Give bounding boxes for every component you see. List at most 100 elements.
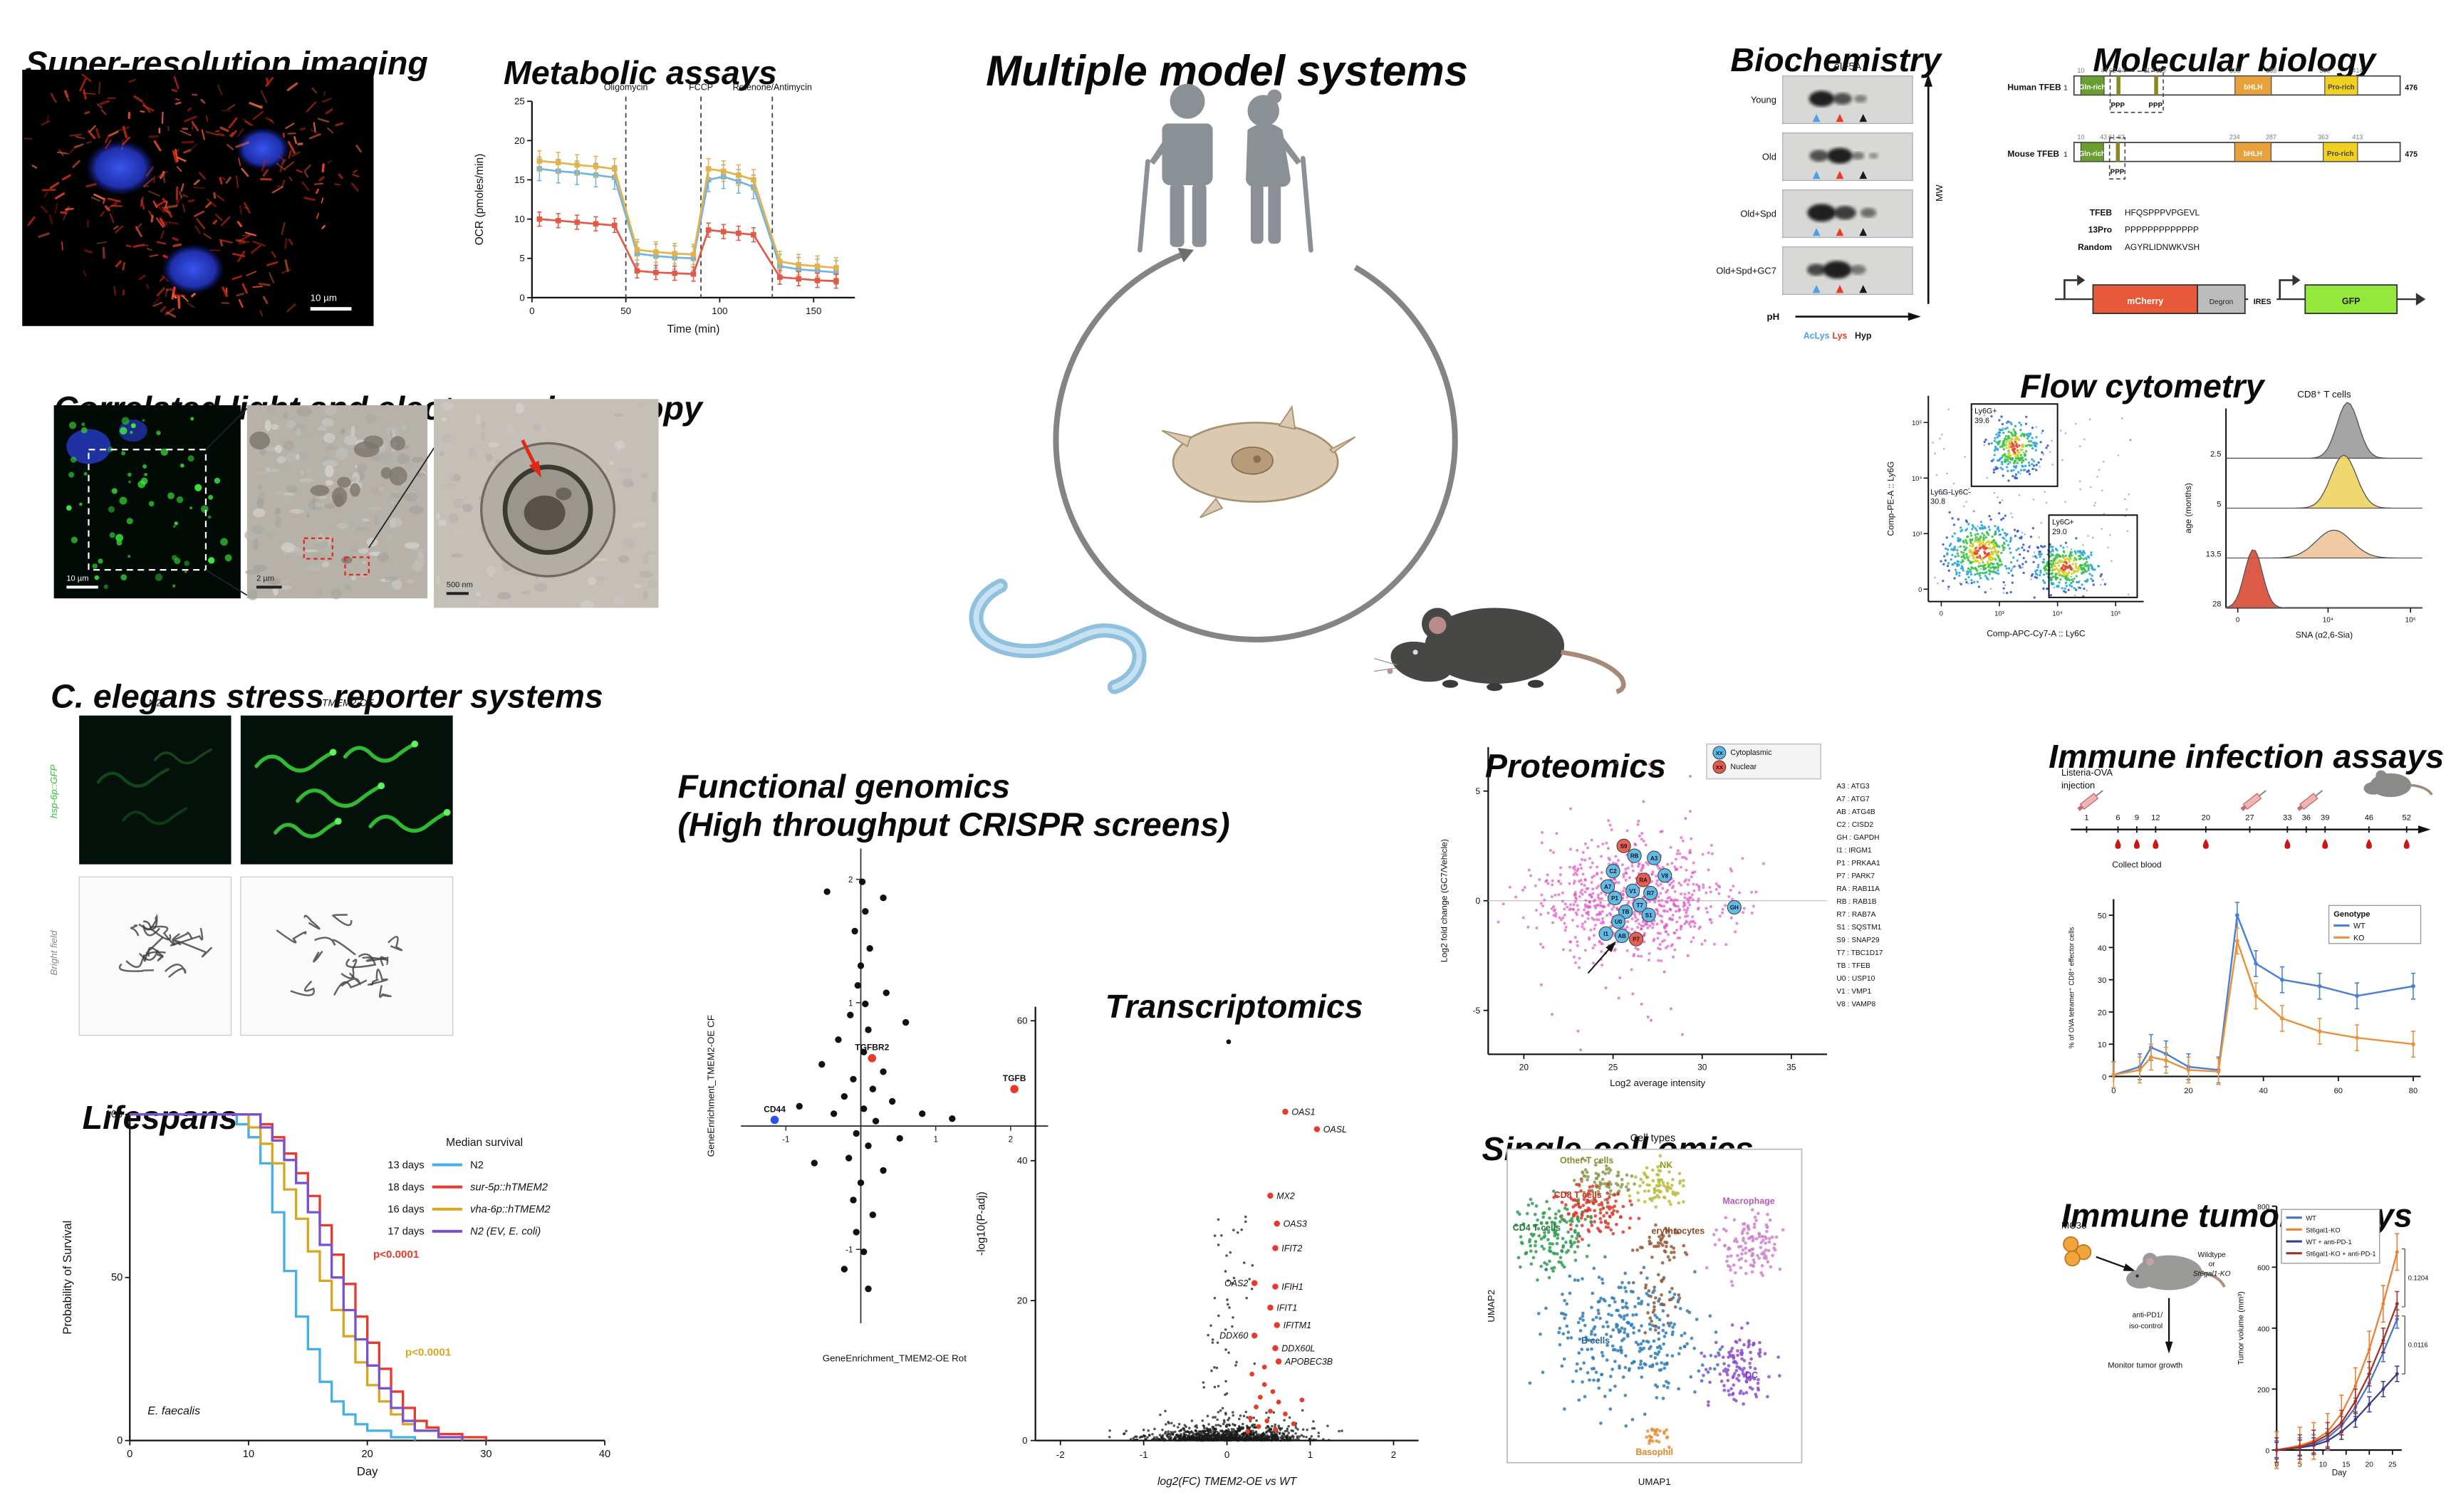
- svg-text:U0 : USP10: U0 : USP10: [1836, 975, 1875, 983]
- svg-text:E. faecalis: E. faecalis: [147, 1405, 200, 1417]
- svg-text:-1: -1: [845, 1246, 853, 1255]
- svg-text:60: 60: [1017, 1016, 1028, 1026]
- svg-text:50: 50: [620, 306, 631, 316]
- model-systems-illustration: [931, 63, 1675, 709]
- svg-text:13 days: 13 days: [387, 1159, 424, 1171]
- svg-text:PPP: PPP: [2111, 102, 2125, 110]
- svg-text:366: 366: [2319, 67, 2330, 74]
- svg-text:288: 288: [2266, 67, 2276, 74]
- svg-text:S1 : SQSTM1: S1 : SQSTM1: [1836, 924, 1881, 932]
- svg-text:N2: N2: [149, 697, 162, 708]
- svg-text:XX: XX: [1716, 750, 1723, 756]
- svg-text:DDX60: DDX60: [1219, 1331, 1248, 1341]
- svg-text:44: 44: [2101, 67, 2108, 74]
- svg-text:Young: Young: [1751, 94, 1776, 105]
- svg-text:I1: I1: [1603, 931, 1608, 937]
- svg-text:TFEB: TFEB: [2090, 207, 2113, 217]
- svg-text:0: 0: [519, 292, 524, 303]
- svg-text:CD8⁺ T cells: CD8⁺ T cells: [2297, 389, 2351, 400]
- svg-text:100: 100: [105, 1109, 123, 1120]
- svg-text:0: 0: [1940, 610, 1943, 617]
- svg-text:U0: U0: [1615, 919, 1623, 925]
- svg-text:log2(FC) TMEM2-OE vs WT: log2(FC) TMEM2-OE vs WT: [1157, 1476, 1298, 1488]
- svg-text:V1: V1: [1629, 888, 1636, 895]
- svg-text:hTMEM2-OE: hTMEM2-OE: [316, 697, 374, 708]
- svg-text:PPP: PPP: [2148, 102, 2163, 110]
- svg-text:25: 25: [1608, 1063, 1618, 1073]
- svg-text:29.0: 29.0: [2052, 528, 2067, 536]
- svg-text:vha-6p::hTMEM2: vha-6p::hTMEM2: [470, 1204, 550, 1216]
- svg-text:bHLH: bHLH: [2244, 150, 2262, 158]
- svg-text:16 days: 16 days: [387, 1204, 424, 1216]
- svg-text:Random: Random: [2078, 242, 2112, 252]
- svg-text:Time (min): Time (min): [667, 323, 720, 335]
- svg-text:GFP: GFP: [2342, 296, 2361, 306]
- svg-text:Old+Spd+GC7: Old+Spd+GC7: [1716, 266, 1776, 276]
- svg-text:Pro-rich: Pro-rich: [2328, 84, 2354, 92]
- svg-text:287: 287: [2266, 134, 2276, 141]
- svg-text:2 µm: 2 µm: [256, 575, 274, 583]
- svg-text:T7: T7: [1636, 902, 1643, 909]
- svg-text:0: 0: [1224, 1449, 1229, 1460]
- svg-text:eIF5A: eIF5A: [1834, 61, 1862, 73]
- svg-text:35: 35: [1786, 1063, 1796, 1073]
- svg-text:age (months): age (months): [2183, 483, 2193, 533]
- svg-text:TB: TB: [1622, 909, 1630, 915]
- svg-text:0: 0: [1918, 586, 1922, 593]
- svg-text:150: 150: [806, 306, 821, 316]
- svg-text:RB: RB: [1630, 853, 1639, 860]
- svg-text:A3 : ATG3: A3 : ATG3: [1836, 783, 1870, 791]
- svg-text:39.6: 39.6: [1974, 417, 1989, 425]
- svg-text:476: 476: [2405, 84, 2418, 93]
- svg-text:2.5: 2.5: [2210, 450, 2221, 459]
- svg-text:Median survival: Median survival: [446, 1137, 523, 1149]
- svg-text:235: 235: [2229, 67, 2240, 74]
- svg-text:5: 5: [519, 253, 524, 264]
- svg-text:30: 30: [480, 1449, 491, 1460]
- svg-text:Log2 fold change (GC7/Vehicle): Log2 fold change (GC7/Vehicle): [1440, 839, 1450, 962]
- svg-text:Old+Spd: Old+Spd: [1740, 209, 1776, 219]
- svg-text:20: 20: [1519, 1063, 1529, 1073]
- svg-text:P1: P1: [1611, 895, 1618, 902]
- svg-text:TB : TFEB: TB : TFEB: [1836, 962, 1870, 970]
- tumor-growth-chart: 05101520250200400600800DayTumor volume (…: [2232, 1187, 2443, 1498]
- svg-text:OASL: OASL: [1323, 1125, 1347, 1135]
- svg-text:28: 28: [2212, 600, 2221, 608]
- svg-text:R7: R7: [1647, 890, 1655, 897]
- svg-text:234: 234: [2229, 134, 2240, 141]
- svg-text:Day: Day: [357, 1465, 378, 1479]
- svg-text:10⁵: 10⁵: [1912, 419, 1922, 427]
- svg-text:Bright field: Bright field: [48, 930, 59, 976]
- svg-text:Lys: Lys: [1832, 331, 1847, 341]
- svg-text:500 nm: 500 nm: [447, 581, 473, 590]
- svg-text:40: 40: [599, 1449, 610, 1460]
- svg-text:Hyp: Hyp: [1855, 331, 1872, 341]
- svg-text:10⁴: 10⁴: [2323, 617, 2333, 625]
- svg-text:RB : RAB1B: RB : RAB1B: [1836, 898, 1876, 906]
- svg-text:30: 30: [1697, 1063, 1707, 1073]
- svg-text:AB : ATG4B: AB : ATG4B: [1836, 808, 1875, 816]
- svg-text:1: 1: [2064, 151, 2068, 159]
- svg-text:100: 100: [712, 306, 727, 316]
- svg-text:C2 : CISD2: C2 : CISD2: [1836, 821, 1873, 829]
- svg-text:-2: -2: [1056, 1449, 1065, 1460]
- svg-text:hsp-6p::GFP: hsp-6p::GFP: [48, 764, 59, 818]
- svg-text:FCCP: FCCP: [689, 83, 713, 93]
- svg-text:-1: -1: [782, 1135, 789, 1144]
- svg-text:S9 : SNAP29: S9 : SNAP29: [1836, 937, 1880, 944]
- svg-text:-log10(P-adj): -log10(P-adj): [976, 1192, 988, 1256]
- svg-text:Nuclear: Nuclear: [1730, 763, 1757, 771]
- svg-text:10³: 10³: [1912, 531, 1922, 538]
- svg-text:1: 1: [2064, 85, 2068, 93]
- svg-text:A7: A7: [1604, 884, 1612, 890]
- svg-text:IFIT1: IFIT1: [1276, 1303, 1297, 1313]
- svg-text:IRES: IRES: [2254, 298, 2271, 306]
